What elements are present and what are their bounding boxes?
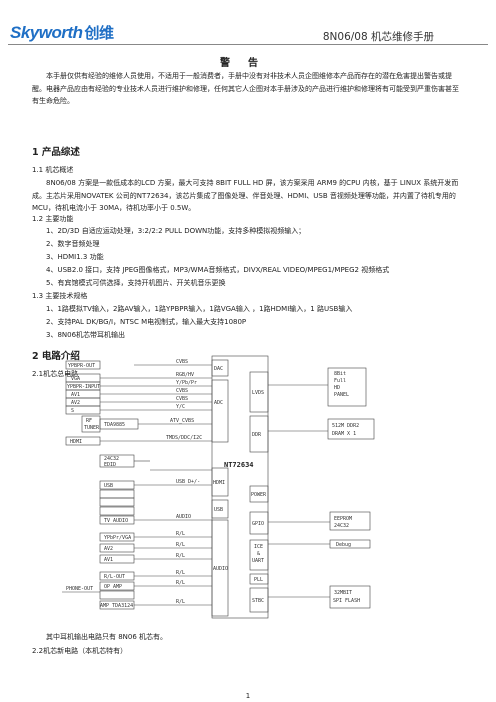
- svg-text:TMDS/DDC/I2C: TMDS/DDC/I2C: [166, 435, 202, 441]
- s12-item: 3、HDMI1.3 功能: [46, 253, 104, 261]
- svg-text:UART: UART: [252, 558, 264, 564]
- main-chip-box: [211, 355, 269, 619]
- main-chip-label: NT72634: [224, 461, 254, 469]
- logo-en: Skyworth: [10, 23, 83, 42]
- svg-text:PHONE-OUT: PHONE-OUT: [66, 586, 93, 592]
- svg-text:AV1: AV1: [71, 392, 80, 398]
- s12-item: 4、USB2.0 接口，支持 JPEG图像格式，MP3/WMA音频格式，DIVX…: [46, 266, 390, 274]
- svg-text:S: S: [71, 408, 74, 414]
- svg-text:R/L: R/L: [176, 542, 185, 548]
- svg-text:Debug: Debug: [336, 542, 351, 548]
- svg-text:32MBIT: 32MBIT: [334, 590, 352, 596]
- svg-text:PLL: PLL: [254, 577, 263, 583]
- s11-title: 1.1 机芯概述: [32, 166, 74, 174]
- section2-title: 2 电路介绍: [32, 351, 80, 362]
- svg-text:Y/Pb/Pr: Y/Pb/Pr: [176, 380, 197, 386]
- svg-text:ATV_CVBS: ATV_CVBS: [170, 418, 194, 424]
- ypbpr-out-box: [65, 360, 101, 370]
- svg-text:USB D+/-: USB D+/-: [176, 479, 200, 485]
- svg-text:24C32: 24C32: [334, 523, 349, 529]
- svg-text:YPbPr/VGA: YPbPr/VGA: [104, 535, 131, 541]
- svg-text:24C32: 24C32: [104, 456, 119, 462]
- s13-item: 1、1路模拟TV输入，2路AV输入，1路YPBPR输入，1路VGA输入 ，1路H…: [46, 305, 353, 313]
- svg-text:CVBS: CVBS: [176, 396, 188, 402]
- svg-text:POWER: POWER: [251, 492, 267, 498]
- svg-text:HDMI: HDMI: [70, 439, 82, 445]
- svg-text:AUDIO: AUDIO: [213, 566, 228, 572]
- svg-text:R/L: R/L: [176, 531, 185, 537]
- s11-text: 8N06/08 方案是一款低成本的LCD 方案，最大可支持 8BIT FULL …: [32, 179, 459, 212]
- svg-text:YPBPR-INPUT: YPBPR-INPUT: [67, 384, 100, 390]
- svg-text:DAC: DAC: [214, 366, 223, 372]
- svg-text:AV2: AV2: [71, 400, 80, 406]
- svg-text:R/L: R/L: [176, 553, 185, 559]
- svg-text:USB: USB: [104, 483, 113, 489]
- svg-text:R/L: R/L: [176, 599, 185, 605]
- svg-text:HDMI: HDMI: [213, 480, 225, 486]
- svg-text:SPI FLASH: SPI FLASH: [333, 598, 360, 604]
- svg-text:CVBS: CVBS: [176, 388, 188, 394]
- s21-title: 2.1机芯总电路: [32, 370, 79, 378]
- svg-text:R/L-OUT: R/L-OUT: [104, 574, 125, 580]
- svg-text:R/L: R/L: [176, 570, 185, 576]
- svg-text:TV AUDIO: TV AUDIO: [104, 518, 128, 524]
- svg-text:CVBS: CVBS: [176, 359, 188, 365]
- svg-text:RGB/HV: RGB/HV: [176, 372, 194, 378]
- svg-text:LVDS: LVDS: [252, 390, 264, 396]
- svg-text:DDR: DDR: [252, 432, 262, 438]
- svg-text:512M DDR2: 512M DDR2: [332, 423, 359, 429]
- svg-text:&: &: [257, 551, 260, 557]
- s12-item: 5、有宾馆模式可供选择，支持开机图片、开关机音乐更换: [46, 279, 226, 287]
- doc-title: 8N06/08 机芯维修手册: [322, 31, 434, 43]
- input-label: YPBPR-OUT: [68, 363, 95, 369]
- svg-text:OP AMP: OP AMP: [104, 584, 122, 590]
- svg-text:EEPROM: EEPROM: [334, 516, 352, 522]
- svg-text:TDA9885: TDA9885: [104, 422, 125, 428]
- svg-text:AV1: AV1: [104, 557, 113, 563]
- diagram-caption: 其中耳机输出电路只有 8N06 机芯有。: [46, 633, 168, 641]
- rf-tuner-box: [81, 415, 101, 433]
- s12-item: 1、2D/3D 自适应运动处理，3:2/2:2 PULL DOWN功能，支持多种…: [46, 227, 306, 235]
- svg-text:EDID: EDID: [104, 462, 116, 468]
- svg-text:ICE: ICE: [254, 544, 263, 550]
- svg-text:Full: Full: [334, 378, 346, 384]
- header-divider: [8, 44, 488, 45]
- warning-text: 本手册仅供有经验的维修人员使用，不适用于一般消费者，手册中没有对非技术人员企图维…: [32, 72, 459, 105]
- s13-item: 3、8N06机芯带耳机输出: [46, 331, 126, 339]
- svg-text:GPIO: GPIO: [252, 521, 264, 527]
- svg-text:AUDIO: AUDIO: [176, 514, 191, 520]
- svg-text:TUNER: TUNER: [84, 425, 100, 431]
- s22-title: 2.2机芯新电路（本机芯特有）: [32, 647, 128, 655]
- page-number: 1: [245, 692, 251, 700]
- logo-cn: 创维: [84, 25, 115, 42]
- svg-text:AMP TDA3124: AMP TDA3124: [100, 603, 133, 609]
- svg-text:R/L: R/L: [176, 580, 185, 586]
- svg-text:DRAM X 1: DRAM X 1: [332, 431, 356, 437]
- section1-title: 1 产品综述: [32, 147, 80, 158]
- svg-text:STBC: STBC: [252, 598, 264, 604]
- s13-item: 2、支持PAL DK/BG/I，NTSC M电视制式，输入最大支持1080P: [46, 318, 247, 326]
- svg-text:PANEL: PANEL: [334, 392, 349, 398]
- svg-text:USB: USB: [214, 507, 223, 513]
- svg-text:RF: RF: [86, 418, 92, 424]
- svg-text:ADC: ADC: [214, 400, 223, 406]
- warning-title: 警告: [220, 58, 276, 69]
- svg-text:VGA: VGA: [71, 376, 80, 382]
- svg-text:HD: HD: [334, 385, 340, 391]
- s12-item: 2、数字音频处理: [46, 240, 100, 248]
- s12-title: 1.2 主要功能: [32, 215, 74, 223]
- svg-text:AV2: AV2: [104, 546, 113, 552]
- svg-text:8Bit: 8Bit: [334, 371, 346, 377]
- s13-title: 1.3 主要技术规格: [32, 292, 88, 300]
- svg-text:Y/C: Y/C: [176, 404, 185, 410]
